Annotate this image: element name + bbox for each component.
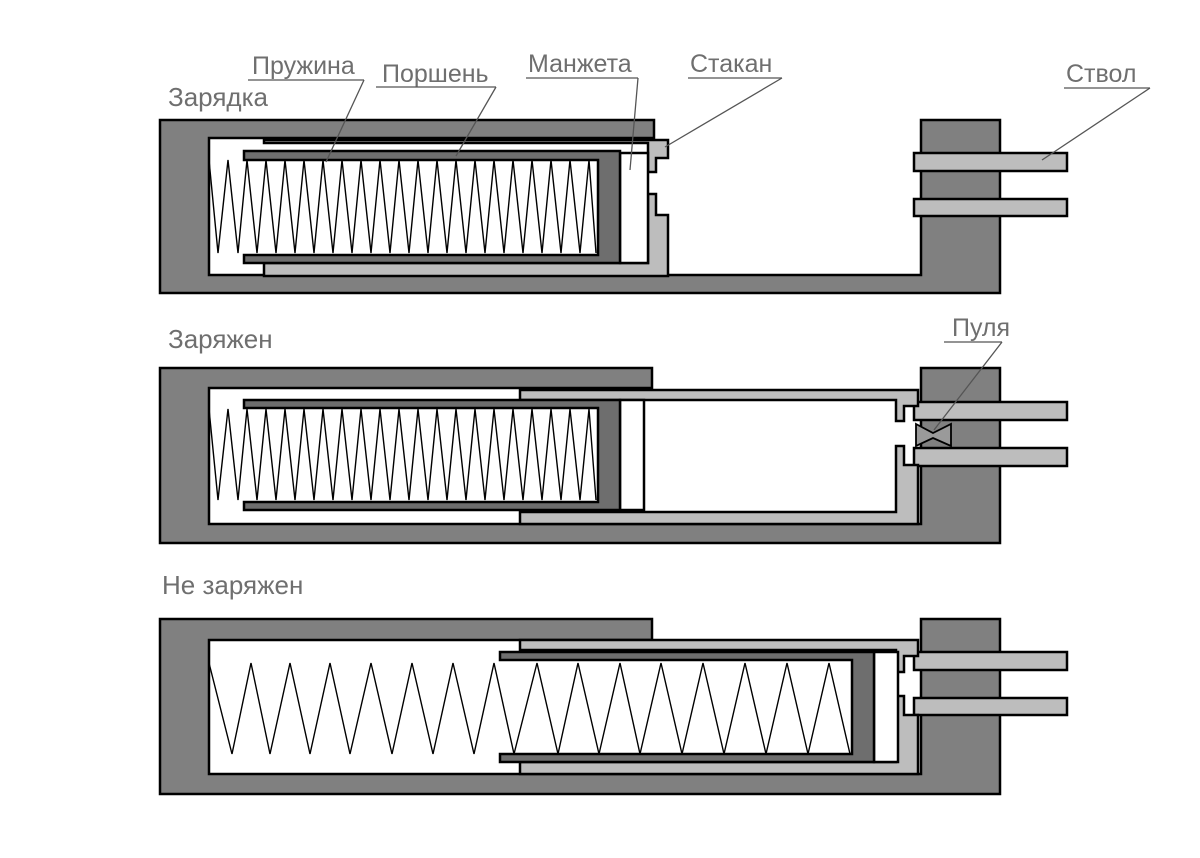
label-bullet: Пуля (952, 314, 1010, 342)
barrel-upper (912, 400, 1069, 422)
bullet (915, 422, 952, 448)
label-piston: Поршень (382, 60, 489, 88)
cuff (618, 151, 650, 265)
label-cup: Стакан (690, 50, 772, 78)
spring (208, 408, 597, 501)
cuff (872, 650, 900, 764)
piston (242, 398, 622, 512)
state-label-charging: Зарядка (168, 82, 269, 112)
barrel-upper (912, 650, 1069, 672)
piston (498, 650, 876, 764)
panel-loaded: Заряжен Пуля (158, 314, 1069, 545)
cup-leader (664, 77, 783, 148)
body-housing (158, 366, 1002, 545)
spring-leader (325, 79, 365, 163)
barrel-upper (912, 151, 1069, 173)
label-spring: Пружина (252, 52, 355, 80)
barrel-lower (912, 197, 1069, 218)
spring (208, 159, 597, 254)
barrel-lower (912, 696, 1069, 717)
state-label-loaded: Заряжен (168, 324, 273, 354)
body-housing (158, 118, 1002, 295)
label-cuff: Манжета (528, 50, 632, 78)
bullet-leader (933, 341, 1003, 431)
barrel-lower (912, 446, 1069, 468)
piston (242, 149, 622, 265)
body-housing (158, 617, 1002, 796)
panel-unloaded: Не заряжен (158, 570, 1069, 796)
panel-charging: Зарядка Пружина Поршень Манжета Стакан С… (158, 50, 1151, 295)
state-label-unloaded: Не заряжен (162, 570, 303, 600)
cuff-leader (629, 77, 639, 171)
cuff (618, 398, 646, 512)
piston-leader (455, 86, 497, 157)
label-barrel: Ствол (1066, 60, 1136, 88)
spring (208, 662, 851, 755)
cup (518, 388, 920, 526)
barrel-leader (1041, 87, 1151, 161)
